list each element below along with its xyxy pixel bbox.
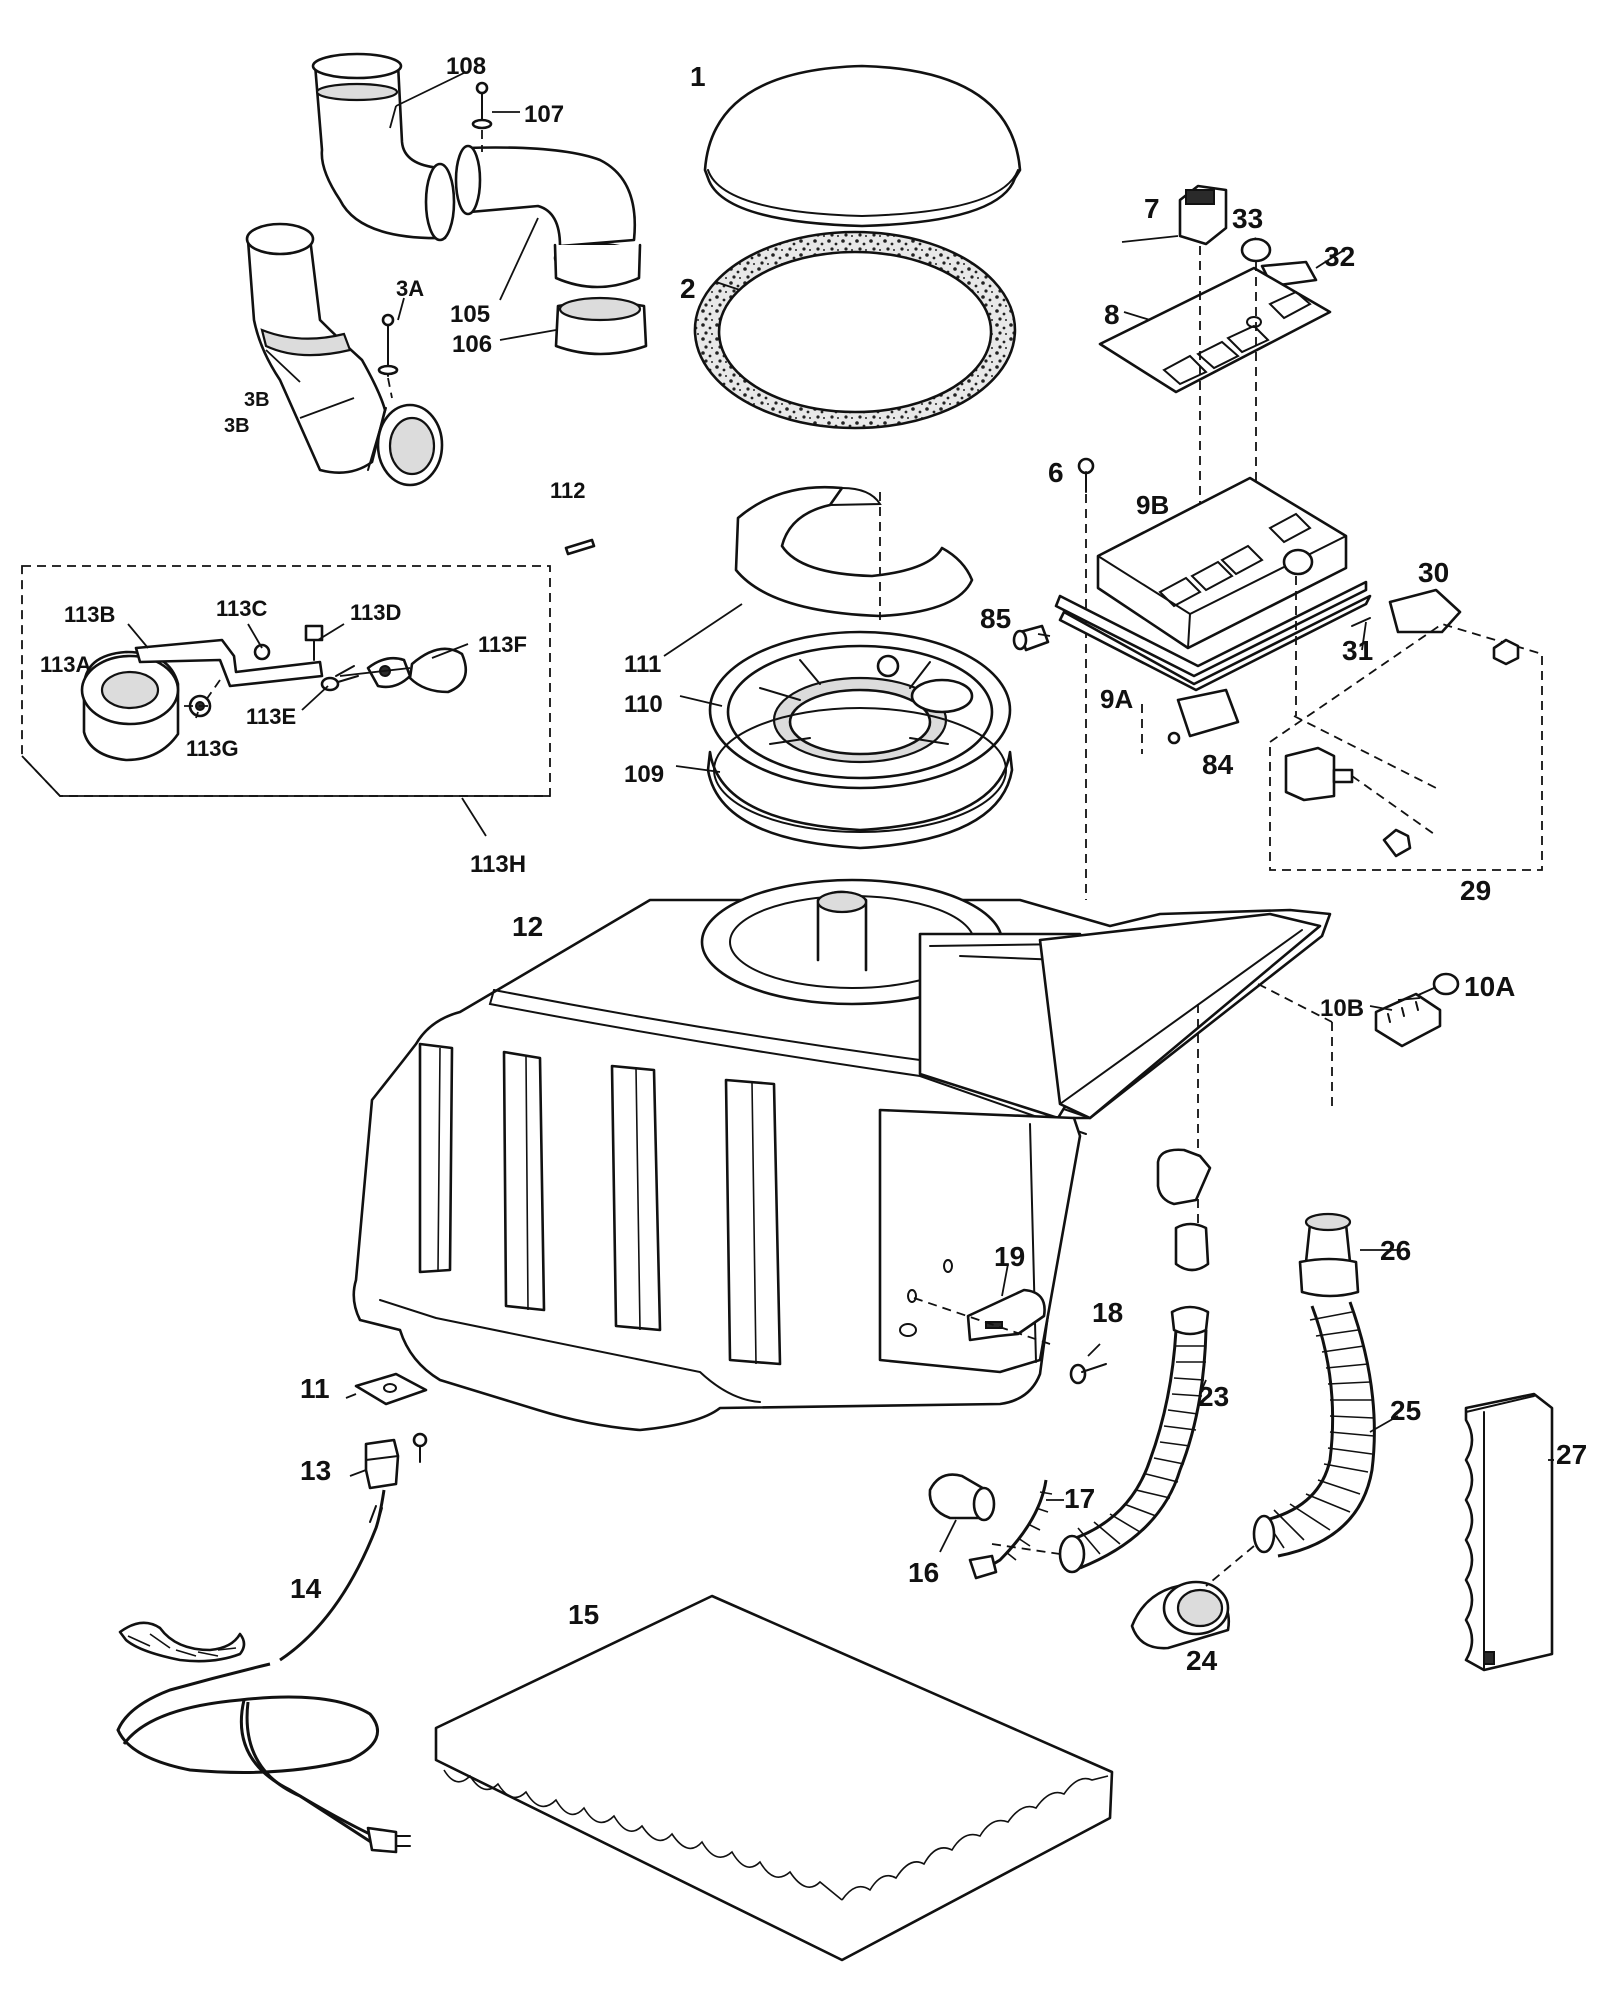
foam-pad-part xyxy=(434,1594,1114,1962)
vent-hose-parts xyxy=(1205,1212,1376,1587)
label-113E: 113E xyxy=(246,704,296,729)
tank-fittings xyxy=(913,1288,1107,1580)
label-24: 24 xyxy=(1186,1645,1218,1676)
pin-part xyxy=(564,538,596,556)
label-8: 8 xyxy=(1104,299,1120,330)
label-110: 110 xyxy=(624,691,663,718)
label-85: 85 xyxy=(980,603,1011,634)
label-113F: 113F xyxy=(478,632,527,657)
label-113G: 113G xyxy=(186,736,239,761)
label-3B-2: 3B xyxy=(224,415,250,437)
label-112: 112 xyxy=(550,478,586,503)
foam-gasket-part xyxy=(693,230,1017,430)
label-10A: 10A xyxy=(1464,971,1515,1002)
label-113B: 113B xyxy=(64,602,115,627)
label-11: 11 xyxy=(300,1373,330,1404)
control-panel-parts xyxy=(1098,184,1332,540)
label-31: 31 xyxy=(1342,635,1373,666)
label-9A: 9A xyxy=(1100,684,1133,714)
label-32: 32 xyxy=(1324,241,1355,272)
label-6: 6 xyxy=(1048,457,1064,488)
lid-part xyxy=(703,64,1022,228)
label-30: 30 xyxy=(1418,557,1449,588)
label-19: 19 xyxy=(994,1241,1025,1272)
label-1: 1 xyxy=(690,61,706,92)
label-23: 23 xyxy=(1198,1381,1229,1412)
float-assembly-group xyxy=(21,565,551,797)
label-9B: 9B xyxy=(1136,490,1169,520)
label-10B: 10B xyxy=(1320,995,1364,1022)
drain-hose-parts xyxy=(991,1004,1231,1650)
toilet-ring-assembly xyxy=(706,485,1014,850)
label-111: 111 xyxy=(624,651,661,678)
label-25: 25 xyxy=(1390,1395,1421,1426)
terminal-parts xyxy=(1257,972,1460,1110)
tank-part xyxy=(352,878,1332,1432)
label-113D: 113D xyxy=(350,600,401,625)
label-3A: 3A xyxy=(396,276,424,301)
foam-strip-part xyxy=(1464,1392,1554,1672)
label-29: 29 xyxy=(1460,875,1491,906)
label-113H: 113H xyxy=(470,851,526,878)
label-17: 17 xyxy=(1064,1483,1095,1514)
label-2: 2 xyxy=(680,273,696,304)
leader-lines xyxy=(127,71,1554,1553)
label-18: 18 xyxy=(1092,1297,1123,1328)
label-3B-1: 3B xyxy=(244,389,270,411)
label-108: 108 xyxy=(446,53,486,80)
heater-parts xyxy=(116,1372,428,1854)
label-12: 12 xyxy=(512,911,543,942)
label-26: 26 xyxy=(1380,1235,1411,1266)
label-113A: 113A xyxy=(40,652,91,677)
label-27: 27 xyxy=(1556,1439,1587,1470)
label-13: 13 xyxy=(300,1455,331,1486)
label-16: 16 xyxy=(908,1557,939,1588)
part-labels: 1 2 108 107 105 106 3A 3B 3B 112 113B 11… xyxy=(40,53,1587,1676)
vent-elbow-assembly xyxy=(311,52,648,356)
label-109: 109 xyxy=(624,761,664,788)
label-113C: 113C xyxy=(216,596,267,621)
label-106: 106 xyxy=(452,331,492,358)
label-107: 107 xyxy=(524,101,564,128)
switch-box-parts xyxy=(1012,457,1543,900)
label-105: 105 xyxy=(450,301,490,328)
label-33: 33 xyxy=(1232,203,1263,234)
label-14: 14 xyxy=(290,1573,322,1604)
label-84: 84 xyxy=(1202,749,1234,780)
vent-pipe-part xyxy=(245,222,444,487)
label-15: 15 xyxy=(568,1599,599,1630)
label-7: 7 xyxy=(1144,193,1160,224)
